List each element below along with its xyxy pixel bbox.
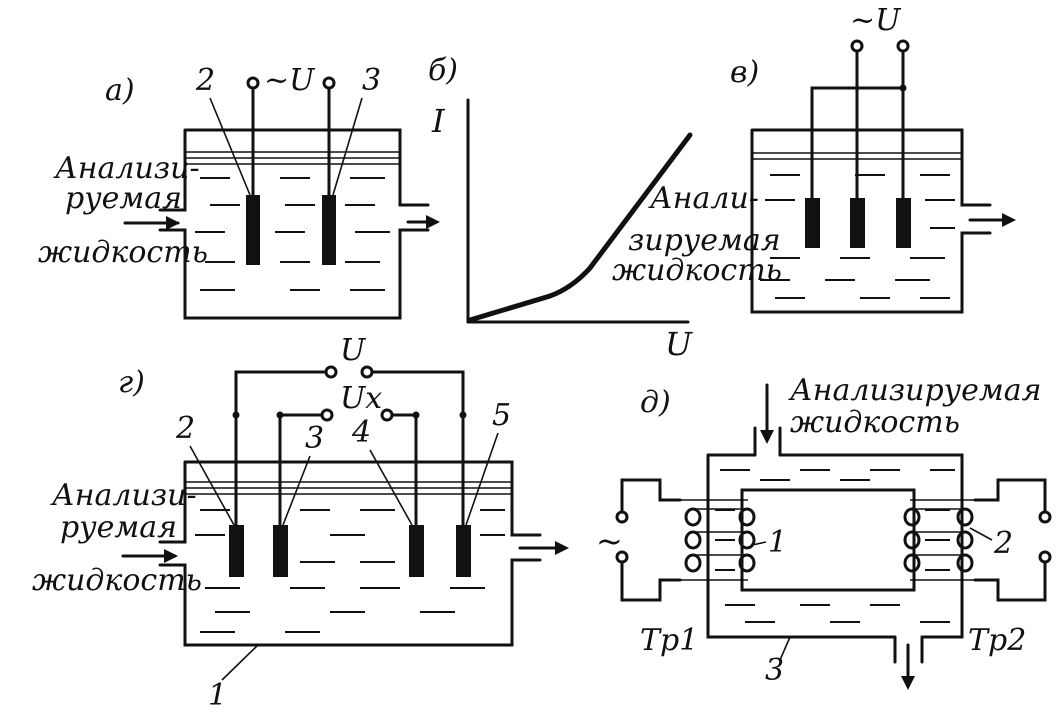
panel-d-label-2: 2 <box>993 526 1013 561</box>
panel-d-liquid-line1: Анализируемая <box>788 373 1041 408</box>
panel-d-label: д) <box>640 385 671 420</box>
panel-d-ac-symbol: ~ <box>596 522 623 560</box>
panel-d-terminal-right-bottom <box>1038 550 1052 564</box>
panel-g-liquid-line2: руемая <box>60 510 177 545</box>
panel-v-terminal-left <box>850 39 864 53</box>
panel-b-x-label: U <box>665 325 693 363</box>
panel-g-label: г) <box>118 365 145 400</box>
panel-d-right-wire-top <box>973 478 1047 514</box>
panel-b-label: б) <box>428 53 458 88</box>
panel-g-voltage-ux: Ux <box>340 381 382 416</box>
panel-a-vessel <box>158 128 430 320</box>
panel-g-liquid-line3: жидкость <box>32 563 202 598</box>
panel-a-liquid-line1: Анализи- <box>53 151 200 186</box>
panel-g-label-5: 5 <box>492 398 511 433</box>
panel-a-liquid-line3: жидкость <box>38 235 208 270</box>
panel-v-terminal-right <box>896 39 910 53</box>
panel-a-terminal-left <box>246 76 260 90</box>
panel-d-right-wire-bottom <box>973 560 1047 602</box>
panel-v-voltage: ~U <box>850 3 902 38</box>
panel-d-inner-window <box>740 488 916 592</box>
panel-g-electrode-4 <box>409 525 424 577</box>
panel-b-y-label: I <box>431 102 446 140</box>
panel-a: а) ~U 2 3 Анализи- руемая жидкость <box>38 63 440 320</box>
panel-g-electrode-2 <box>229 525 244 577</box>
panel-a-label-3: 3 <box>362 63 381 98</box>
panel-a-voltage: ~U <box>264 63 316 98</box>
panel-g-terminal-u-left <box>324 365 338 379</box>
panel-d-label-1: 1 <box>768 525 787 560</box>
panel-v-liquid-line3: жидкость <box>612 253 782 288</box>
panel-d: д) Анализируемая жидкость <box>596 373 1052 690</box>
panel-a-liquid-dashes <box>195 177 390 291</box>
panel-g-terminal-u-right <box>360 365 374 379</box>
panel-d-left-wire-top <box>620 478 682 514</box>
panel-g-terminal-ux-left <box>320 408 334 422</box>
panel-b: б) I U <box>428 53 693 363</box>
panel-a-electrode-2 <box>246 195 260 265</box>
panel-g-label-4: 4 <box>351 415 371 450</box>
panel-d-liquid-line2: жидкость <box>790 405 960 440</box>
panel-v-vessel <box>750 128 992 314</box>
panel-g-liquid-dashes <box>195 509 505 633</box>
panel-d-coil-left <box>680 499 756 581</box>
panel-g: г) U Ux 2 3 <box>32 333 569 713</box>
panel-d-liquid-dashes <box>715 469 955 623</box>
panel-v-liquid-dashes <box>760 174 955 299</box>
panel-d-outer-ring <box>706 453 964 639</box>
panel-g-terminal-ux-right <box>380 408 394 422</box>
panel-g-label-3: 3 <box>305 421 324 456</box>
panel-g-label-1: 1 <box>208 678 227 713</box>
panel-a-terminal-right <box>322 76 336 90</box>
panel-d-coil-right <box>903 499 975 581</box>
panel-v-liquid-line1: Анали- <box>648 181 759 216</box>
panel-b-iv-curve <box>467 132 693 323</box>
panel-g-label-2: 2 <box>175 411 195 446</box>
panel-d-transformer-1: Тр1 <box>640 623 698 658</box>
panel-d-terminal-left-top <box>615 510 629 524</box>
panel-a-label-2: 2 <box>195 63 215 98</box>
panel-v-label: в) <box>730 55 759 90</box>
panel-a-liquid-line2: руемая <box>65 181 182 216</box>
panel-v: в) ~U Анали- зируемая жидкость <box>612 3 1016 314</box>
panel-a-label: а) <box>105 73 135 108</box>
panel-v-electrode-middle <box>850 198 865 248</box>
panel-g-electrode-5 <box>456 525 471 577</box>
panel-d-terminal-right-top <box>1038 510 1052 524</box>
panel-v-liquid-line2: зируемая <box>628 223 781 258</box>
panel-g-vessel <box>158 460 542 647</box>
panel-g-electrode-3 <box>273 525 288 577</box>
panel-d-left-wire-bottom <box>620 560 682 602</box>
panel-v-electrode-left <box>805 198 820 248</box>
panel-d-terminal-left-bottom <box>615 550 629 564</box>
panel-a-electrode-3 <box>322 195 336 265</box>
panel-g-voltage-u: U <box>340 333 367 368</box>
panel-g-liquid-line1: Анализи- <box>50 478 197 513</box>
panel-v-electrode-right <box>896 198 911 248</box>
panel-d-transformer-2: Тр2 <box>968 623 1026 658</box>
panel-d-label-3: 3 <box>765 653 784 688</box>
